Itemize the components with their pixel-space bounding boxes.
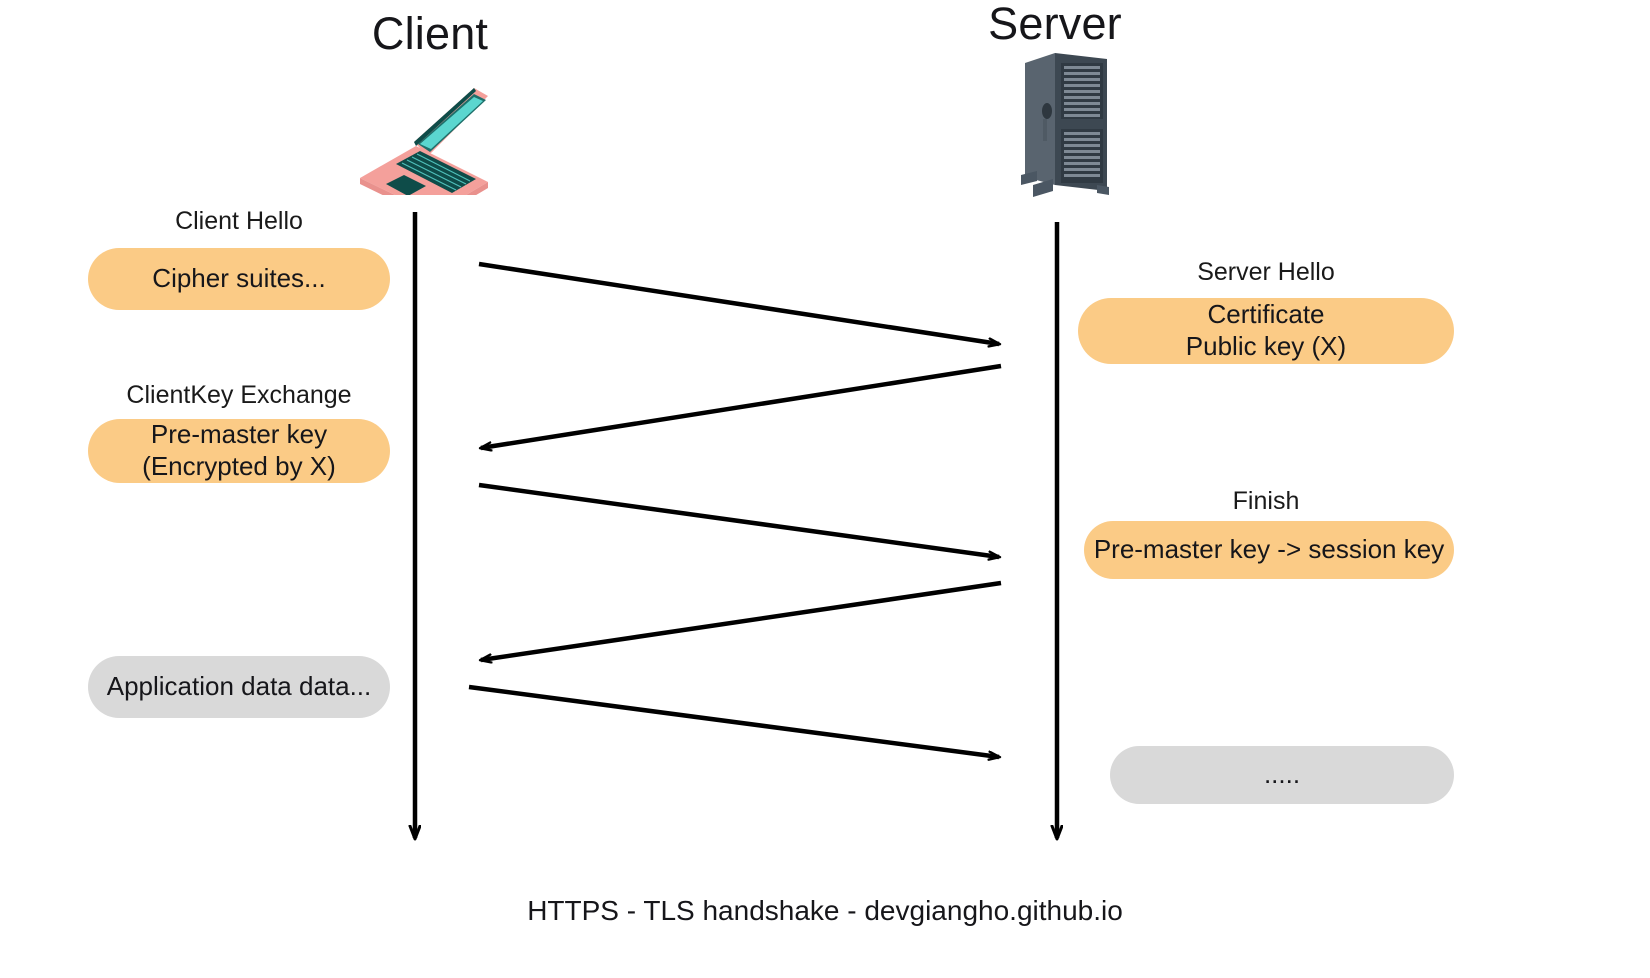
- finish-arrow: [481, 580, 1002, 660]
- server-hello-arrow: [481, 363, 1002, 448]
- client-hello-label: Client Hello: [175, 207, 303, 235]
- pill-line: .....: [1263, 759, 1301, 790]
- diagram-caption: HTTPS - TLS handshake - devgiangho.githu…: [527, 895, 1123, 926]
- finish-label: Finish: [1232, 487, 1300, 515]
- pill-line: (Encrypted by X): [142, 451, 336, 481]
- pill-line: Pre-master key: [150, 419, 328, 450]
- clientkey-exchange-arrow: [478, 482, 999, 557]
- application-data-pill: Application data data...: [88, 656, 390, 718]
- client-actor-title: Client: [371, 8, 489, 59]
- pill-line: Pre-master key -> session key: [1093, 534, 1445, 565]
- pill-line: Cipher suites...: [152, 263, 326, 294]
- server-ellipsis-pill: .....: [1110, 746, 1454, 804]
- client-hello-pill: Cipher suites...: [88, 248, 390, 310]
- pill-line: Application data data...: [106, 671, 372, 702]
- server-hello-label: Server Hello: [1197, 258, 1335, 286]
- laptop-icon: [352, 60, 502, 220]
- clientkey-exchange-label: ClientKey Exchange: [126, 381, 352, 409]
- server-actor-title: Server: [988, 0, 1122, 49]
- pill-line: Certificate: [1207, 299, 1325, 330]
- client-hello-arrow: [478, 261, 999, 344]
- server-tower-icon: [1003, 45, 1121, 200]
- clientkey-exchange-pill: Pre-master key (Encrypted by X): [88, 419, 390, 483]
- application-data-arrow: [468, 684, 999, 757]
- pill-line: Public key (X): [1185, 331, 1347, 361]
- server-hello-pill: Certificate Public key (X): [1078, 298, 1454, 364]
- finish-pill: Pre-master key -> session key: [1084, 521, 1454, 579]
